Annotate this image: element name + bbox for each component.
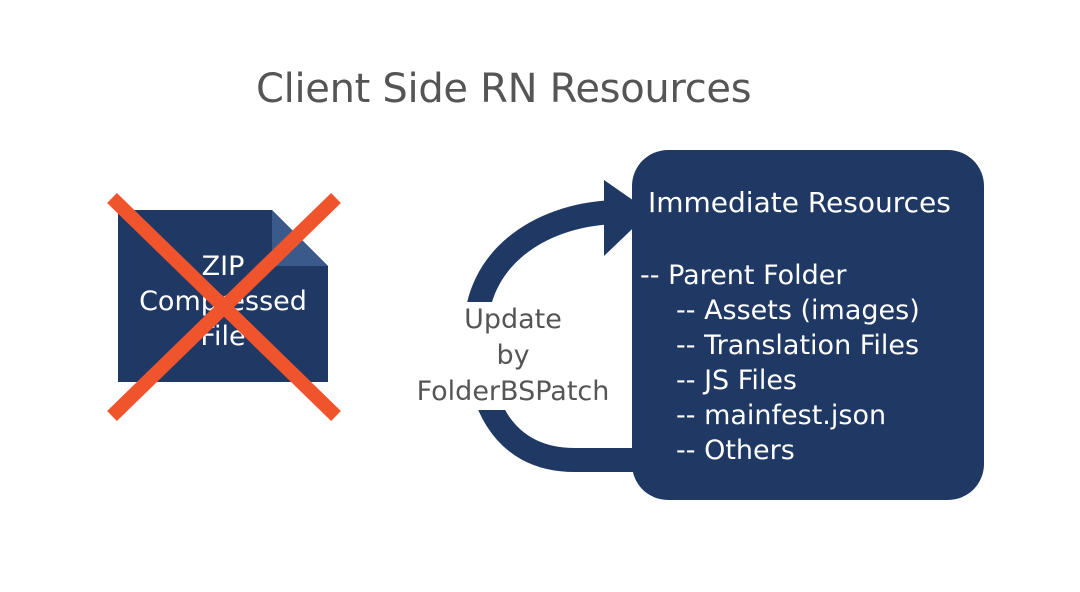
zip-file-label-line-1: ZIP xyxy=(202,251,245,282)
resource-item-assets: -- Assets (images) xyxy=(676,295,920,326)
resource-item-manifest: -- mainfest.json xyxy=(676,400,887,431)
resource-item-others: -- Others xyxy=(676,435,795,466)
resource-item-js-files: -- JS Files xyxy=(676,365,797,396)
update-label-line-3: FolderBSPatch xyxy=(416,376,610,407)
resources-title: Immediate Resources xyxy=(648,186,951,219)
resource-item-parent-folder: -- Parent Folder xyxy=(640,260,847,291)
resources-box xyxy=(632,150,984,500)
update-arrow-head xyxy=(604,180,650,256)
update-label-line-1: Update xyxy=(464,304,562,335)
cross-out-icon xyxy=(107,192,341,422)
slide-title: Client Side RN Resources xyxy=(256,66,752,112)
resources-list: -- Parent Folder -- Assets (images) -- T… xyxy=(640,258,920,468)
update-label-line-2: by xyxy=(496,340,530,371)
resource-item-translation-files: -- Translation Files xyxy=(676,330,920,361)
update-label: Update by FolderBSPatch xyxy=(408,302,618,410)
